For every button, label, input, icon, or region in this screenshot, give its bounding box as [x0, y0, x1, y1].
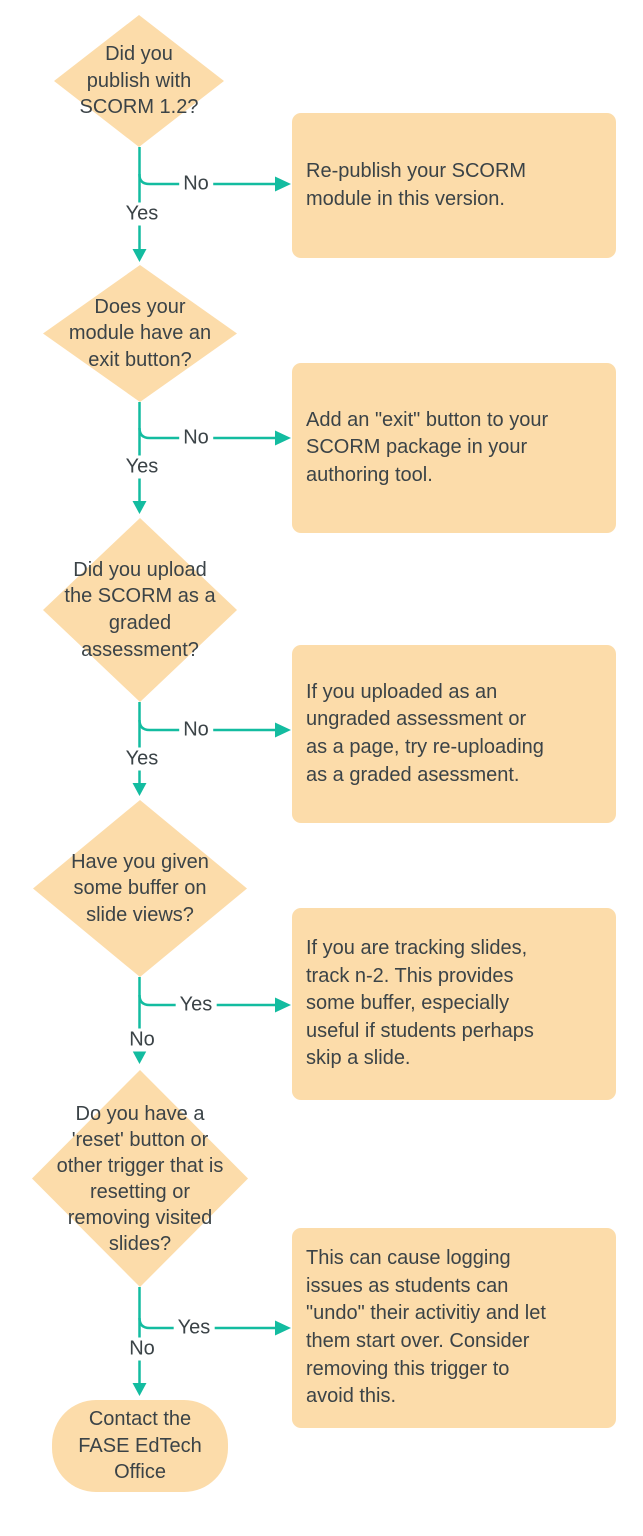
edge1-branch-label: No	[179, 172, 213, 196]
edge2-down-label: Yes	[121, 455, 163, 479]
decision-exit-button-text: Does your module have an exit button?	[68, 295, 212, 371]
action-track-n-minus-2: If you are tracking slides, track n-2. T…	[292, 908, 616, 1100]
terminal-contact-edtech: Contact the FASE EdTech Office	[52, 1400, 228, 1492]
edge3-down-label: Yes	[121, 747, 163, 771]
action-add-exit-button: Add an "exit" button to your SCORM packa…	[292, 363, 616, 533]
decision-reset-trigger: Do you have a 'reset' button or other tr…	[32, 1070, 248, 1287]
edge4-down-label: No	[125, 1028, 159, 1052]
edge5-branch-label: Yes	[173, 1316, 215, 1340]
edge3-branch-label: No	[179, 718, 213, 742]
edge5-down-label: No	[125, 1337, 159, 1361]
action-reupload-graded: If you uploaded as an ungraded assessmen…	[292, 645, 616, 823]
decision-slide-buffer-text: Have you given some buffer on slide view…	[71, 850, 209, 926]
decision-graded-assessment: Did you upload the SCORM as a graded ass…	[43, 518, 237, 702]
decision-scorm-version-text: Did you publish with SCORM 1.2?	[79, 43, 199, 119]
edge1-down-label: Yes	[121, 202, 163, 226]
decision-exit-button: Does your module have an exit button?	[43, 265, 237, 402]
decision-slide-buffer: Have you given some buffer on slide view…	[33, 800, 247, 977]
decision-reset-trigger-text: Do you have a 'reset' button or other tr…	[56, 1102, 224, 1255]
edge2-branch-label: No	[179, 426, 213, 450]
edge4-branch-label: Yes	[175, 993, 217, 1017]
action-republish-module: Re-publish your SCORM module in this ver…	[292, 113, 616, 258]
action-remove-trigger: This can cause logging issues as student…	[292, 1228, 616, 1428]
decision-graded-assessment-text: Did you upload the SCORM as a graded ass…	[64, 558, 216, 661]
decision-scorm-version: Did you publish with SCORM 1.2?	[54, 15, 224, 147]
